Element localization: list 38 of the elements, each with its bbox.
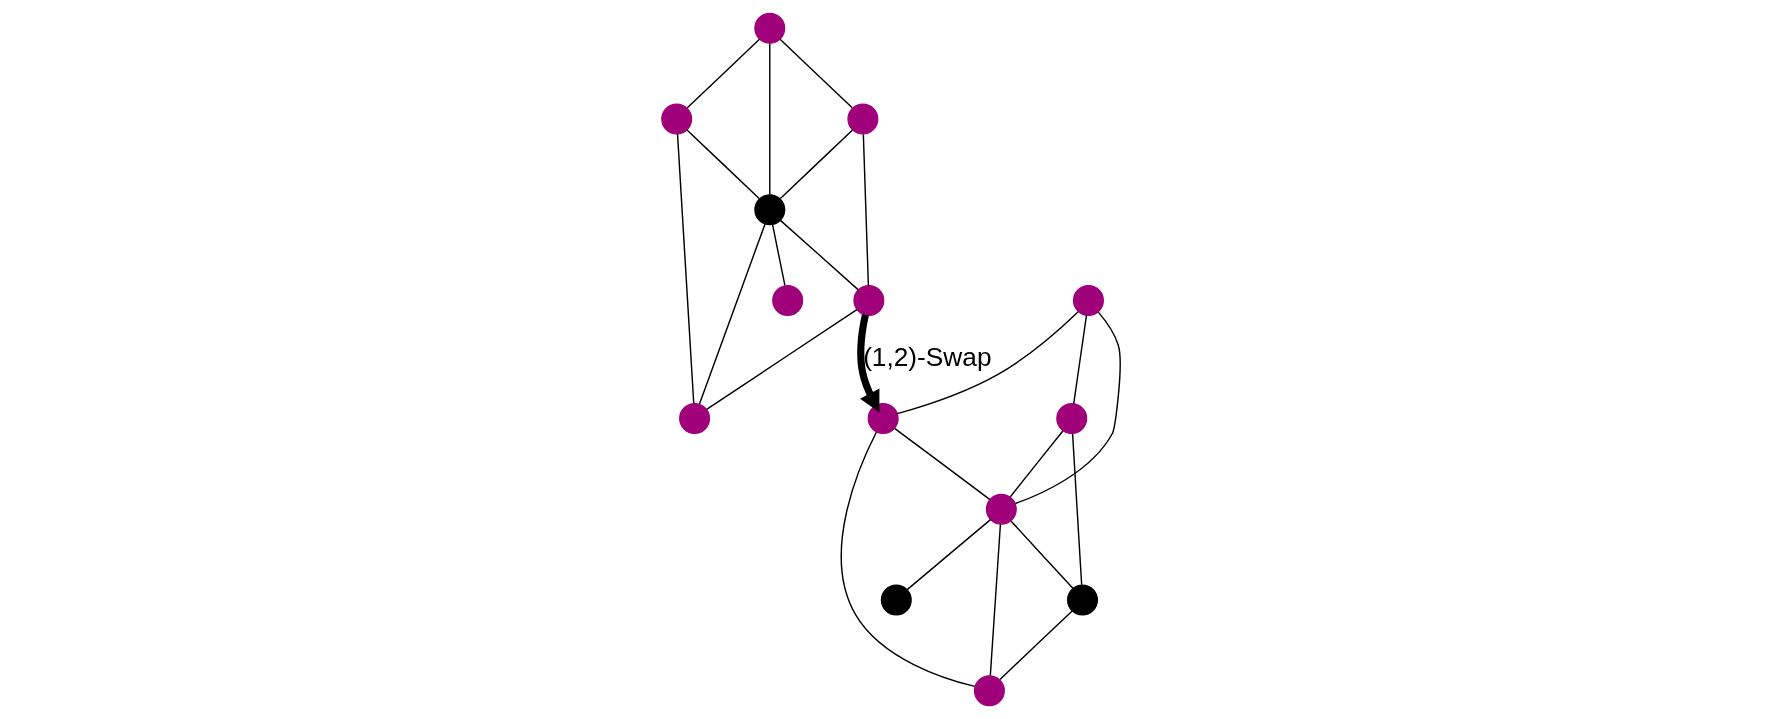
connector (896, 311, 1079, 415)
node-circle (1072, 284, 1104, 316)
connector (1009, 520, 1074, 590)
node-circle (1055, 403, 1087, 435)
connector (840, 431, 975, 688)
connector (1071, 433, 1082, 586)
node-circle (846, 103, 878, 135)
connector (989, 523, 1001, 677)
node-circle (1066, 584, 1098, 616)
node-circle (985, 493, 1017, 525)
connector (893, 427, 991, 501)
connector (705, 308, 858, 411)
node-circle (753, 12, 785, 44)
connector (1072, 314, 1087, 405)
node-circle (973, 675, 1005, 707)
connector (906, 518, 991, 591)
connector (779, 129, 853, 200)
node-circle (771, 284, 803, 316)
connector (1014, 311, 1121, 505)
connector (779, 219, 859, 291)
arrow (856, 314, 879, 413)
connector (771, 224, 786, 286)
node-circle (678, 403, 710, 435)
edge-label: (1,2)-Swap (862, 342, 992, 373)
connector (1009, 430, 1064, 498)
node-circle (852, 284, 884, 316)
connector (778, 38, 853, 109)
connector (768, 42, 770, 196)
connector (998, 610, 1073, 681)
connector (698, 223, 766, 405)
connector (676, 133, 694, 405)
node-circle (753, 194, 785, 226)
node-circle (880, 584, 912, 616)
connector (862, 133, 869, 286)
node-circle (867, 403, 899, 435)
node-circle (660, 103, 692, 135)
connector (686, 38, 760, 109)
connector (685, 129, 760, 200)
